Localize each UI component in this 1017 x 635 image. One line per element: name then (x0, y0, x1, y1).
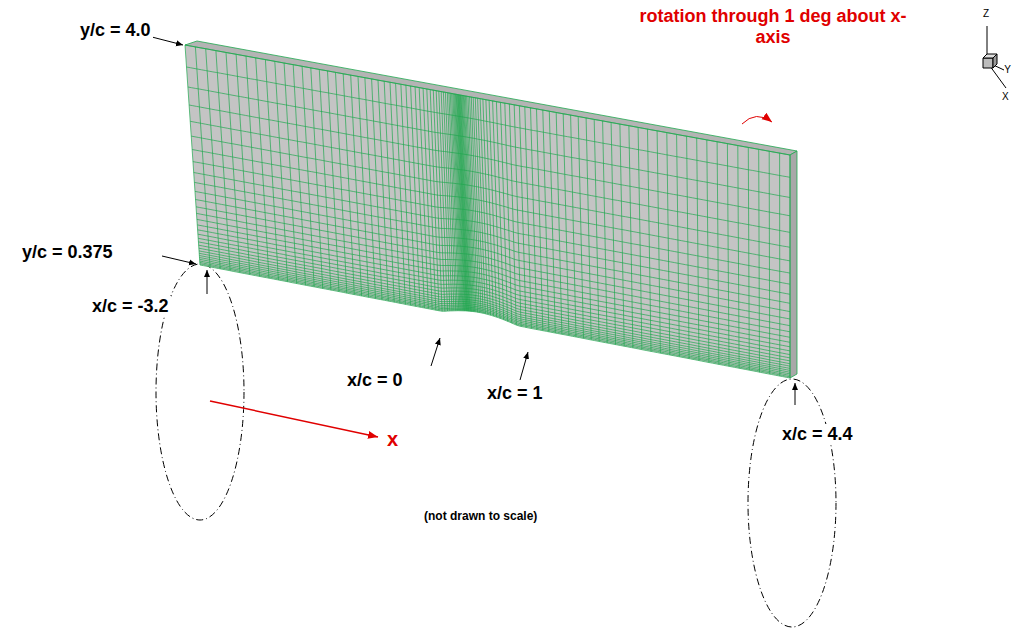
red-annotation: rotation through 1 deg about x-axis (636, 6, 910, 47)
dimension-label: Y (1002, 64, 1013, 76)
dimension-label: x/c = 4.4 (780, 424, 855, 445)
rotation-arrow (742, 116, 772, 124)
red-annotation: x (385, 428, 400, 451)
x-axis-arrow (210, 401, 378, 437)
dimension-label: x/c = -3.2 (90, 296, 171, 317)
dimension-label: X (1000, 91, 1011, 103)
mesh (185, 41, 797, 378)
dimension-label: x/c = 1 (485, 383, 545, 404)
dimension-label: y/c = 4.0 (78, 20, 153, 41)
leader-arrow (148, 36, 183, 45)
dimension-label: y/c = 0.375 (20, 242, 115, 263)
mesh-line (185, 45, 790, 378)
dimension-label: Z (981, 8, 991, 20)
dimension-label: (not drawn to scale) (422, 510, 539, 524)
axis-triad (983, 26, 1006, 88)
mesh-line (185, 45, 790, 378)
grid-thickness (790, 151, 797, 378)
leader-arrow (162, 256, 196, 264)
dimension-label: x/c = 0 (345, 370, 405, 391)
leader-arrow (520, 352, 528, 380)
leader-arrow (207, 270, 208, 294)
leader-arrow (795, 383, 796, 405)
leader-arrow (431, 338, 440, 366)
outlet-ellipse (748, 379, 836, 627)
